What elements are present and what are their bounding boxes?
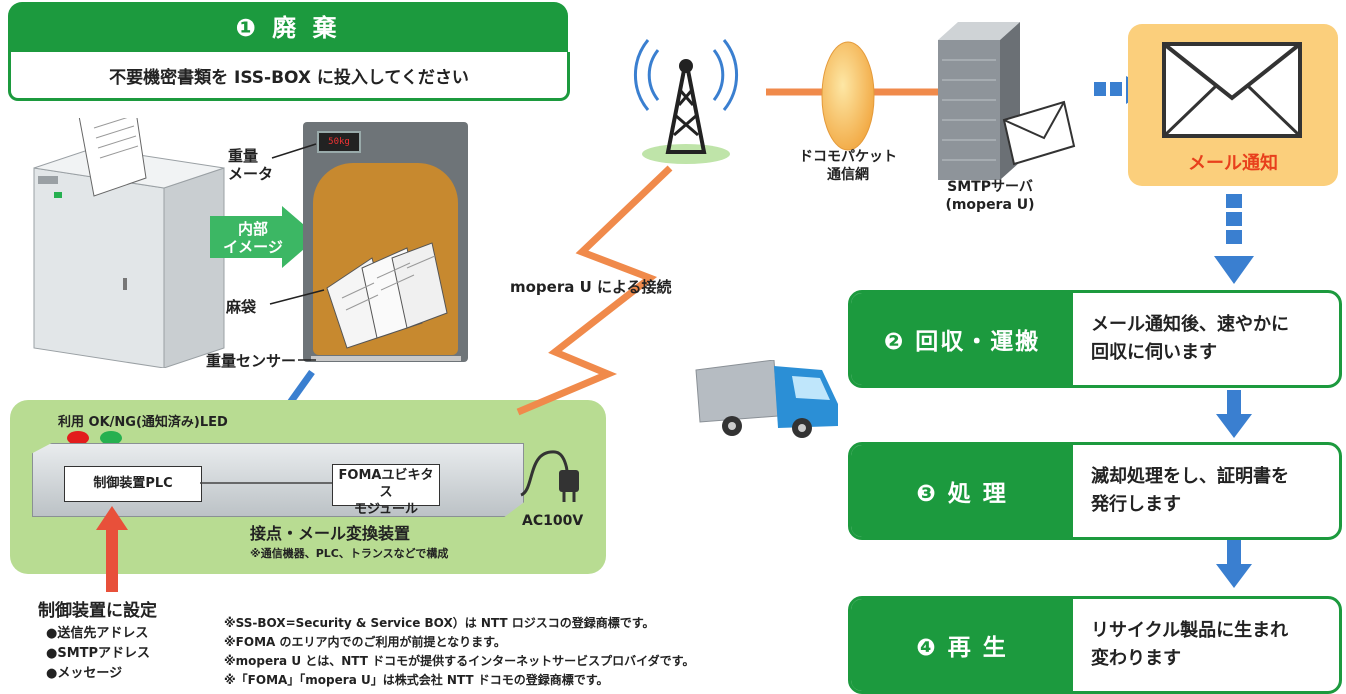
device-name: 接点・メール変換装置: [250, 524, 411, 543]
callout-line-sensor: [298, 359, 316, 361]
led-label: 利用 OK/NG(通知済み)LED: [58, 415, 228, 430]
red-up-arrow-settings: [96, 506, 128, 592]
smtp-server-label: SMTPサーバ (mopera U): [930, 178, 1050, 214]
settings-item: ●SMTPアドレス: [46, 646, 151, 661]
antenna-tower-icon: [634, 39, 738, 164]
step3-text: 滅却処理をし、証明書を 発行します: [1091, 466, 1289, 515]
step1-header: [8, 2, 568, 54]
power-label: AC100V: [522, 513, 584, 529]
blue-arrow-down: [1216, 390, 1252, 438]
footnote: ※FOMA のエリア内でのご利用が前提となります。: [224, 635, 506, 649]
truck-icon: [695, 360, 838, 438]
inner-image-arrow: [210, 206, 318, 268]
connection-label: mopera U による接続: [510, 278, 672, 296]
blue-arrow-down: [1216, 540, 1252, 588]
step3-title: ❸ 処 理: [851, 445, 1073, 537]
settings-title: 制御装置に設定: [38, 601, 157, 621]
callout-line-bag: [269, 289, 325, 305]
foma-module-line2: モジュール: [353, 502, 419, 517]
step1-subtitle: 不要機密書類を ISS-BOX に投入してください: [109, 68, 469, 88]
hemp-bag-label: 麻袋: [226, 298, 257, 316]
packet-network-label: ドコモパケット 通信網: [780, 148, 916, 184]
led-red-indicator: [67, 431, 89, 445]
document-paper-icon: [78, 118, 147, 197]
settings-item: ●メッセージ: [46, 666, 123, 681]
foma-module-line1: FOMAユビキタス: [338, 468, 434, 500]
mail-notification-label: メール通知: [1188, 153, 1278, 174]
power-plug-icon: [520, 450, 579, 502]
step4-text: リサイクル製品に生まれ 変わります: [1091, 620, 1289, 669]
smtp-server-line2: (mopera U): [945, 197, 1035, 213]
inner-image-label: 内部 イメージ: [223, 220, 283, 256]
led-green-indicator: [100, 431, 122, 445]
step2-title: ❷ 回収・運搬: [851, 293, 1073, 385]
weight-meter-display: 50kg: [317, 131, 361, 153]
device-composition-note: ※通信機器、PLC、トランスなどで構成: [250, 547, 449, 560]
step4-title: ❹ 再 生: [851, 599, 1073, 691]
settings-item: ●送信先アドレス: [46, 626, 149, 641]
blue-dashed-arrow-down: [1214, 194, 1254, 284]
step1-title: ❶ 廃 棄: [235, 14, 341, 42]
step1-subtitle-box: [8, 52, 570, 101]
smtp-server-line1: SMTPサーバ: [947, 179, 1033, 195]
envelope-icon: [1162, 42, 1302, 138]
step4-recycle-box: ❹ 再 生 リサイクル製品に生まれ 変わります: [848, 596, 1342, 694]
footnote: ※mopera U とは、NTT ドコモが提供するインターネットサービスプロバイ…: [224, 654, 695, 668]
weight-meter-label: 重量 メータ: [228, 147, 274, 183]
packet-network-line2: 通信網: [827, 167, 869, 183]
documents-pile-illustration: [326, 242, 448, 349]
iss-box-cabinet-illustration: [33, 118, 225, 368]
plc-controller-box: 制御装置PLC: [64, 466, 202, 502]
weight-sensor-label: 重量センサー: [206, 352, 297, 370]
internal-connection-line: [200, 482, 332, 484]
mopera-connection-zigzag: [516, 165, 673, 416]
packet-network-line1: ドコモパケット: [799, 149, 897, 165]
foma-module-box: FOMAユビキタス モジュール: [332, 464, 440, 517]
step2-text: メール通知後、速やかに 回収に伺います: [1091, 314, 1289, 363]
step2-collection-box: ❷ 回収・運搬 メール通知後、速やかに 回収に伺います: [848, 290, 1342, 388]
weight-sensor-plate: [311, 356, 461, 361]
smtp-server-icon: [938, 22, 1076, 180]
step3-processing-box: ❸ 処 理 滅却処理をし、証明書を 発行します: [848, 442, 1342, 540]
server-envelope-icon: [1002, 100, 1076, 166]
footnote: ※SS-BOX=Security & Service BOX）は NTT ロジス…: [224, 616, 655, 630]
packet-network-lens: [821, 41, 875, 151]
callout-line-meter: [271, 143, 317, 159]
footnote: ※「FOMA」「mopera U」は株式会社 NTT ドコモの登録商標です。: [224, 673, 609, 687]
